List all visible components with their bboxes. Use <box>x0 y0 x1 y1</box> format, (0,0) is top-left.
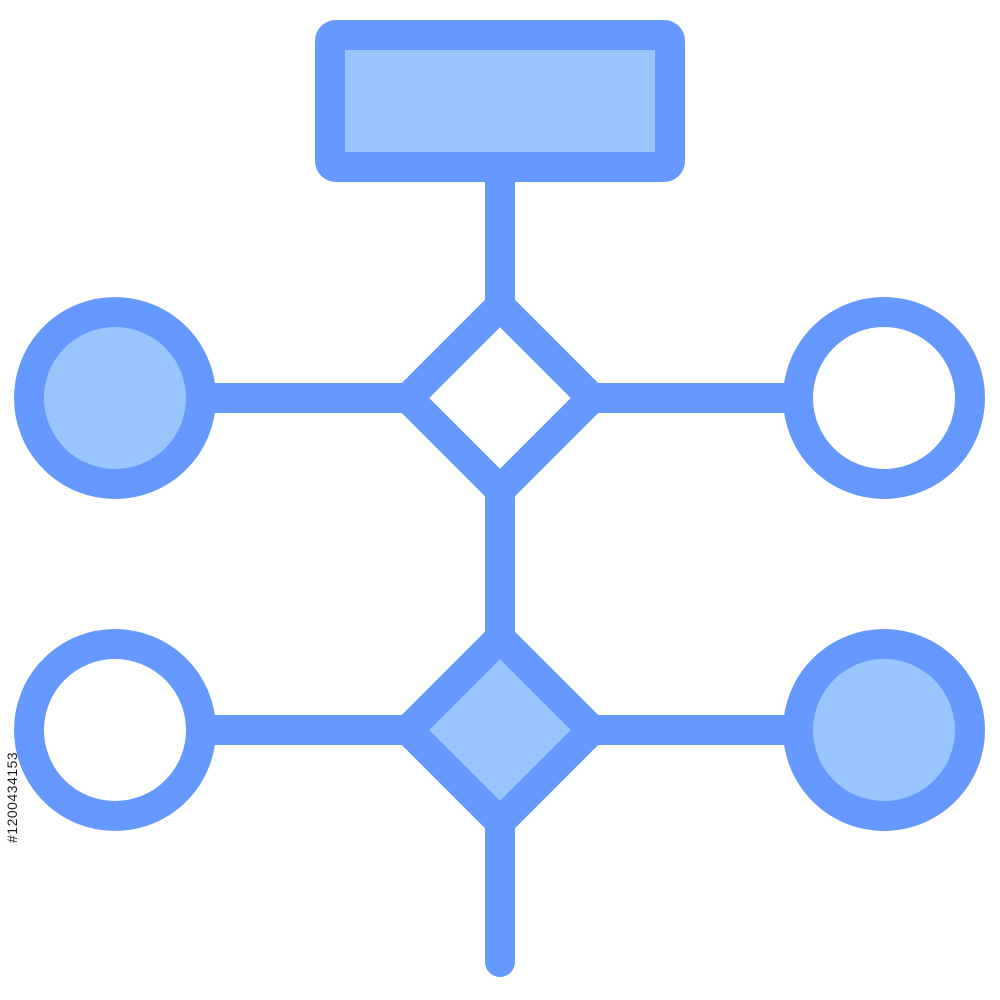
decision-diamond-1 <box>393 291 607 505</box>
process-box <box>315 20 685 182</box>
terminal-circle-left-bottom <box>14 629 216 831</box>
terminal-circle-right-top <box>783 297 985 499</box>
connector-lines <box>193 153 807 977</box>
terminal-circle-right-bottom <box>783 629 985 831</box>
terminal-circle-left-top <box>14 297 216 499</box>
stock-id-watermark: #1200434153 <box>4 752 20 844</box>
decision-diamond-2 <box>393 623 607 837</box>
